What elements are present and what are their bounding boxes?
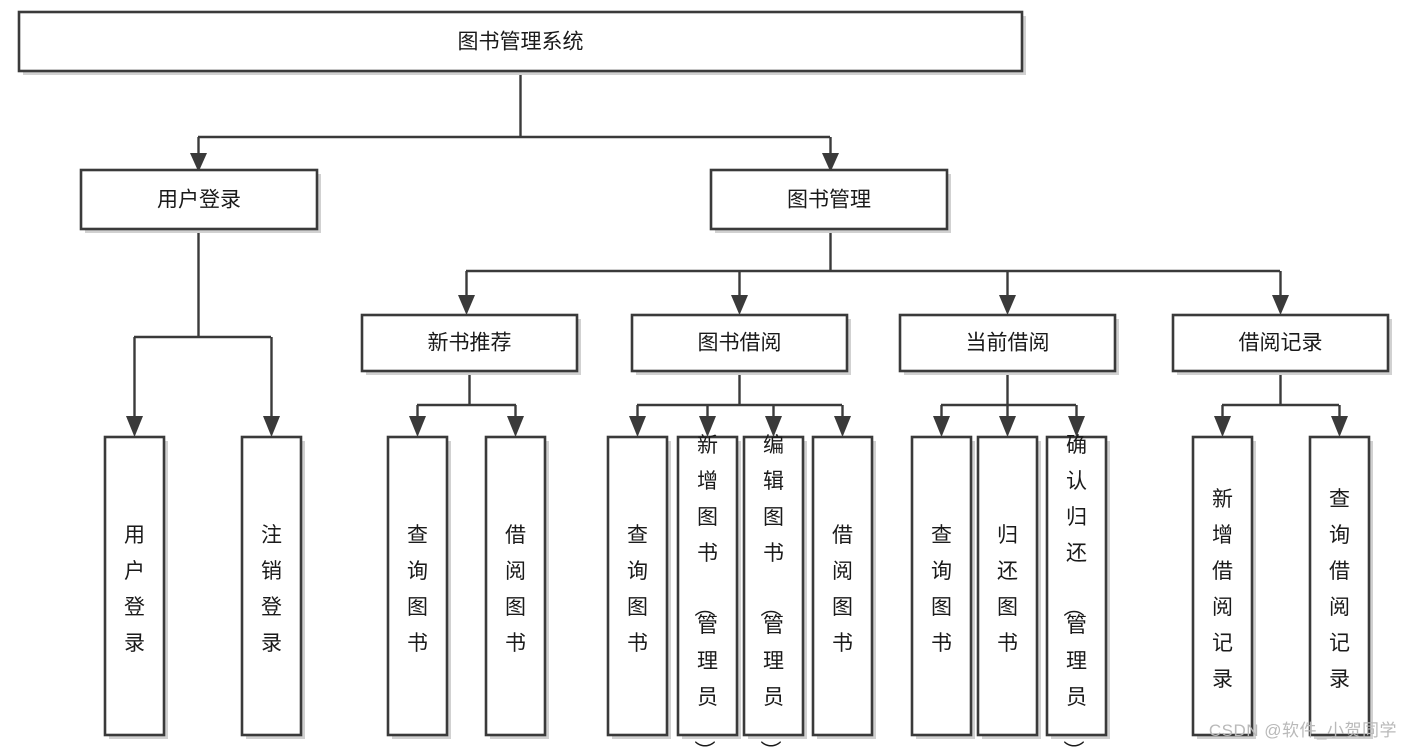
leaf-book-borrow-2-label: 编辑图书（管理员） [758, 434, 784, 747]
leaf-book-borrow-1[interactable]: 新增图书（管理员） [676, 434, 741, 747]
arrow-to-leaf-currentborrow-0 [933, 416, 950, 437]
node-current-borrow-label: 当前借阅 [966, 332, 1050, 355]
node-current-borrow[interactable]: 当前借阅 [898, 313, 1119, 375]
leaf-new-book-recommend-1[interactable]: 借阅图书 [484, 435, 549, 739]
leaf-book-borrow-0[interactable]: 查询图书 [606, 435, 671, 739]
leaf-user-login-0[interactable]: 用户登录 [103, 435, 168, 739]
arrow-to-leaf-borrowrecord-0 [1214, 416, 1231, 437]
node-user-login-label: 用户登录 [157, 189, 241, 212]
arrow-to-leaf-newbook-0 [409, 416, 426, 437]
node-current-borrow-box[interactable] [898, 313, 1117, 373]
node-root-label: 图书管理系统 [458, 31, 584, 54]
node-root-box[interactable] [17, 10, 1024, 73]
arrow-to-book-borrow [731, 295, 748, 315]
node-book-manage-box[interactable] [709, 168, 949, 231]
leaf-borrow-record-1[interactable]: 查询借阅记录 [1308, 435, 1373, 739]
leaf-book-borrow-0-label: 查询图书 [627, 524, 648, 655]
leaf-book-borrow-0-box[interactable] [606, 435, 669, 737]
leaf-borrow-record-1-box[interactable] [1308, 435, 1371, 737]
node-book-manage-label: 图书管理 [787, 189, 871, 212]
leaf-borrow-record-0-label: 新增借阅记录 [1212, 488, 1233, 691]
leaf-book-borrow-1-box[interactable] [676, 435, 739, 737]
leaf-current-borrow-2-label: 确认归还（管理员） [1061, 434, 1087, 747]
arrow-to-leaf-currentborrow-2 [1068, 416, 1085, 437]
leaf-book-borrow-3-label: 借阅图书 [832, 524, 853, 655]
arrow-to-leaf-bookborrow-1 [699, 416, 716, 437]
arrow-to-new-book [458, 295, 475, 315]
leaf-user-login-1-label: 注销登录 [261, 524, 282, 655]
leaf-new-book-recommend-1-box[interactable] [484, 435, 547, 737]
leaf-new-book-recommend-1-label: 借阅图书 [505, 524, 526, 655]
node-new-book-recommend-box[interactable] [360, 313, 579, 373]
arrow-to-current-borrow [999, 295, 1016, 315]
leaf-user-login-0-box[interactable] [103, 435, 166, 737]
leaf-borrow-record-1-label: 查询借阅记录 [1329, 488, 1350, 691]
node-new-book-recommend[interactable]: 新书推荐 [360, 313, 581, 375]
csdn-watermark: CSDN @软件_小贺同学 [1208, 721, 1397, 740]
leaf-book-borrow-3[interactable]: 借阅图书 [811, 435, 876, 739]
leaf-current-borrow-1[interactable]: 归还图书 [976, 435, 1041, 739]
node-borrow-record-box[interactable] [1171, 313, 1390, 373]
arrow-to-leaf-user-login-1 [263, 416, 280, 437]
arrow-to-book-manage [822, 153, 839, 172]
node-book-borrow[interactable]: 图书借阅 [630, 313, 851, 375]
arrow-to-leaf-bookborrow-0 [629, 416, 646, 437]
connector-layer [126, 75, 1348, 437]
leaf-book-borrow-2-box[interactable] [742, 435, 805, 737]
node-user-login-box[interactable] [79, 168, 319, 231]
node-book-borrow-label: 图书借阅 [698, 332, 782, 355]
leaf-current-borrow-0[interactable]: 查询图书 [910, 435, 975, 739]
arrow-to-borrow-record [1272, 295, 1289, 315]
leaf-current-borrow-1-label: 归还图书 [997, 524, 1018, 655]
arrow-to-leaf-bookborrow-3 [834, 416, 851, 437]
leaf-current-borrow-0-label: 查询图书 [931, 524, 952, 655]
arrow-to-leaf-newbook-1 [507, 416, 524, 437]
leaf-book-borrow-3-box[interactable] [811, 435, 874, 737]
node-root[interactable]: 图书管理系统 [17, 10, 1026, 75]
arrow-to-leaf-borrowrecord-1 [1331, 416, 1348, 437]
leaf-user-login-0-label: 用户登录 [124, 524, 145, 655]
leaf-user-login-1-box[interactable] [240, 435, 303, 737]
arrow-to-leaf-currentborrow-1 [999, 416, 1016, 437]
node-borrow-record-label: 借阅记录 [1239, 332, 1323, 355]
node-borrow-record[interactable]: 借阅记录 [1171, 313, 1392, 375]
node-book-manage[interactable]: 图书管理 [709, 168, 951, 233]
leaf-book-borrow-2[interactable]: 编辑图书（管理员） [742, 434, 807, 747]
leaf-new-book-recommend-0-label: 查询图书 [407, 524, 428, 655]
arrow-to-leaf-bookborrow-2 [765, 416, 782, 437]
arrow-to-user-login [190, 153, 207, 172]
leaf-current-borrow-0-box[interactable] [910, 435, 973, 737]
arrow-to-leaf-user-login-0 [126, 416, 143, 437]
leaf-borrow-record-0[interactable]: 新增借阅记录 [1191, 435, 1256, 739]
node-new-book-recommend-label: 新书推荐 [428, 332, 512, 355]
leaf-user-login-1[interactable]: 注销登录 [240, 435, 305, 739]
leaf-book-borrow-1-label: 新增图书（管理员） [692, 434, 718, 747]
leaf-new-book-recommend-0[interactable]: 查询图书 [386, 435, 451, 739]
leaf-new-book-recommend-0-box[interactable] [386, 435, 449, 737]
leaf-current-borrow-2-box[interactable] [1045, 435, 1108, 737]
node-user-login[interactable]: 用户登录 [79, 168, 321, 233]
leaf-borrow-record-0-box[interactable] [1191, 435, 1254, 737]
leaf-current-borrow-2[interactable]: 确认归还（管理员） [1045, 434, 1110, 747]
leaf-current-borrow-1-box[interactable] [976, 435, 1039, 737]
node-book-borrow-box[interactable] [630, 313, 849, 373]
